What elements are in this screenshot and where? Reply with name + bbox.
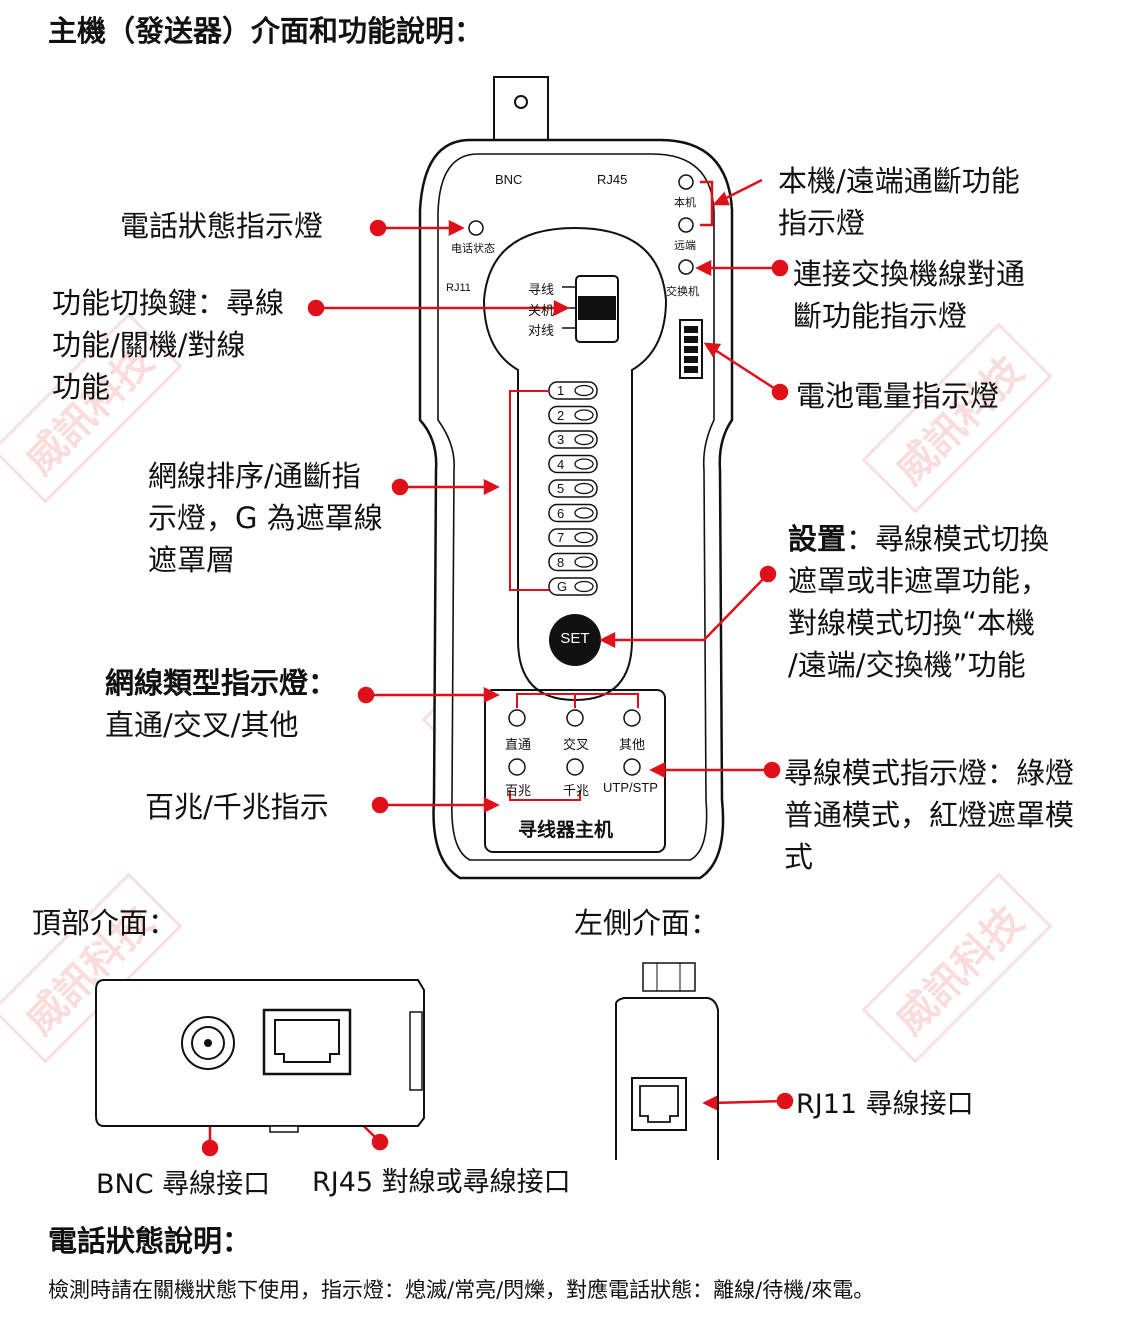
wire-led-lens [574,556,594,568]
remote-led-label: 远端 [674,240,696,252]
bnc-port-label: BNC [495,172,523,187]
bnc-port-callout: BNC 尋線接口 [96,1169,271,1200]
wire-led [548,405,598,425]
local-led-label: 本机 [674,197,696,209]
rj45-port-callout: RJ45 對線或尋線接口 [312,1167,571,1198]
wire-led-label: 4 [557,456,565,472]
set-callout-desc-text: ：尋線模式切換 遮罩或非遮罩功能， 對線模式切換“本機 /遠端/交換機”功能 [788,522,1050,682]
wire-led-label: 5 [557,481,565,496]
wire-led-lens [574,433,594,446]
wire-led-lens [574,409,594,421]
cable-type-desc: 直通/交叉/其他 [105,708,299,742]
wire-led-lens [574,458,594,470]
rj11-port-callout: RJ11 尋線接口 [796,1089,974,1120]
speed-1000-label: 千兆 [563,783,590,798]
phone-led-callout: 電話狀態指示燈 [120,209,324,243]
wire-order-callout: 網線排序/通斷指 示燈，G 為遮罩線 遮罩層 [148,459,383,577]
local-remote-callout: 本機/遠端通斷功能 指示燈 [778,164,1020,240]
cable-type-title: 網線類型指示燈： [105,666,338,700]
mode-test-label: 对线 [528,323,555,338]
device-name: 寻线器主机 [518,819,614,841]
top-view-heading: 頂部介面： [32,906,178,940]
find-mode-callout: 尋線模式指示燈：綠燈 普通模式，紅燈遮罩模 式 [784,756,1075,874]
phone-status-desc: 檢測時請在關機狀態下使用，指示燈：熄滅/常亮/閃爍，對應電話狀態：離線/待機/來… [48,1278,875,1302]
wire-led [548,552,598,572]
mode-find-label: 寻线 [528,282,555,297]
func-switch-callout: 功能切換鍵：尋線 功能/關機/對線 功能 [52,286,285,404]
battery-callout: 電池電量指示燈 [796,379,1000,413]
utp-stp-label: UTP/STP [603,780,658,795]
rj11-label: RJ11 [446,282,471,294]
wire-led [548,454,598,474]
wire-led-label: 3 [557,432,565,447]
rj45-port-label: RJ45 [597,172,628,187]
set-callout-title-text: 設置 [788,522,847,556]
wire-led-label: 2 [557,407,565,423]
wire-led-lens [574,531,594,544]
phone-status-heading: 電話狀態說明： [48,1224,252,1258]
switch-test-callout: 連接交換機線對通 斷功能指示燈 [793,257,1026,333]
mode-off-label: 关机 [528,303,555,318]
wire-led-lens [574,384,594,397]
wire-led [548,577,598,596]
wire-led-lens [574,482,594,495]
wire-led-label: G [557,579,568,594]
wire-led-label: 8 [557,554,565,570]
speed-callout: 百兆/千兆指示 [145,790,329,824]
type-other-label: 其他 [619,737,646,752]
wire-led [548,528,598,547]
wire-led-lens [574,507,594,519]
wire-led-label: 7 [557,530,565,545]
speed-100-label: 百兆 [505,783,532,798]
wire-led [548,430,598,449]
phone-status-led-label: 电话状态 [451,243,495,255]
type-straight-label: 直通 [505,737,532,752]
wire-led-lens [574,580,594,593]
page-title: 主機（發送器）介面和功能說明： [48,14,484,48]
wire-led [548,479,598,498]
set-callout-desc: 設置：尋線模式切換 遮罩或非遮罩功能， 對線模式切換“本機 /遠端/交換機”功能 [788,518,1049,686]
side-view-heading: 左側介面： [574,906,720,940]
wire-led [548,503,598,523]
switch-led-label: 交换机 [666,286,699,298]
wire-led-label: 1 [557,383,565,398]
set-button[interactable]: SET [560,630,590,647]
type-cross-label: 交叉 [563,737,590,752]
wire-led-label: 6 [557,505,565,521]
